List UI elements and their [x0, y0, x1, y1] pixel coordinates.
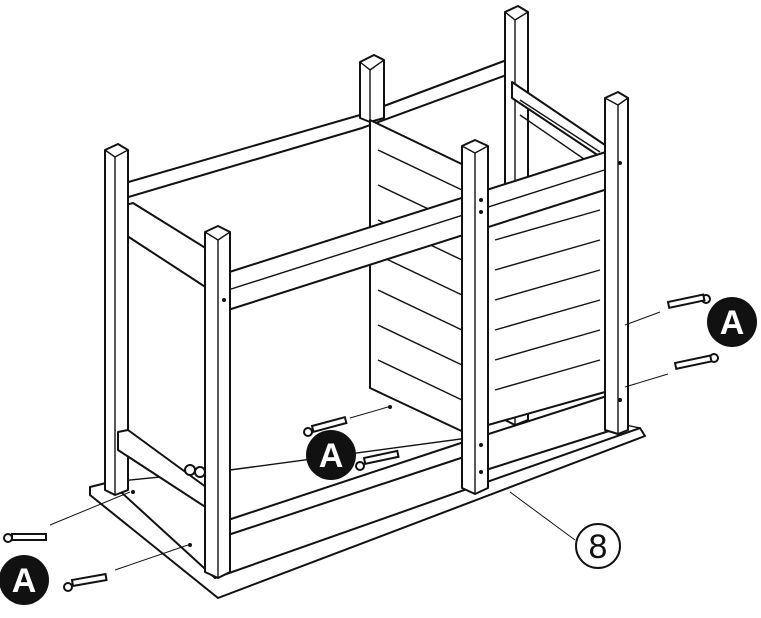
left-back-post: [104, 143, 129, 496]
screw-a-bottom-left-2: [63, 544, 189, 592]
screw-a-center-2: [355, 449, 400, 471]
screw-holes: [131, 161, 622, 547]
callout-a-center-label: A: [319, 437, 344, 475]
screw-a-right-2: [624, 353, 719, 388]
callout-a-right: A: [707, 297, 757, 347]
nut-washer: [184, 464, 206, 478]
screw-a-bottom-left-1: [3, 491, 131, 543]
callout-a-center: A: [306, 430, 356, 480]
front-left-post: [204, 225, 231, 579]
step-leader-line: [509, 491, 576, 541]
callout-a-right-label: A: [720, 304, 745, 342]
screw-a-center-1: [303, 406, 389, 437]
callout-a-left: A: [0, 555, 49, 605]
center-post: [461, 139, 489, 495]
right-side-panel: [369, 119, 471, 436]
screw-a-right-1: [624, 293, 711, 326]
step-number-badge: 8: [575, 523, 621, 569]
step-number: 8: [589, 528, 608, 566]
callout-a-left-label: A: [12, 562, 37, 600]
front-right-post: [604, 91, 629, 435]
back-left-post: [359, 54, 385, 123]
